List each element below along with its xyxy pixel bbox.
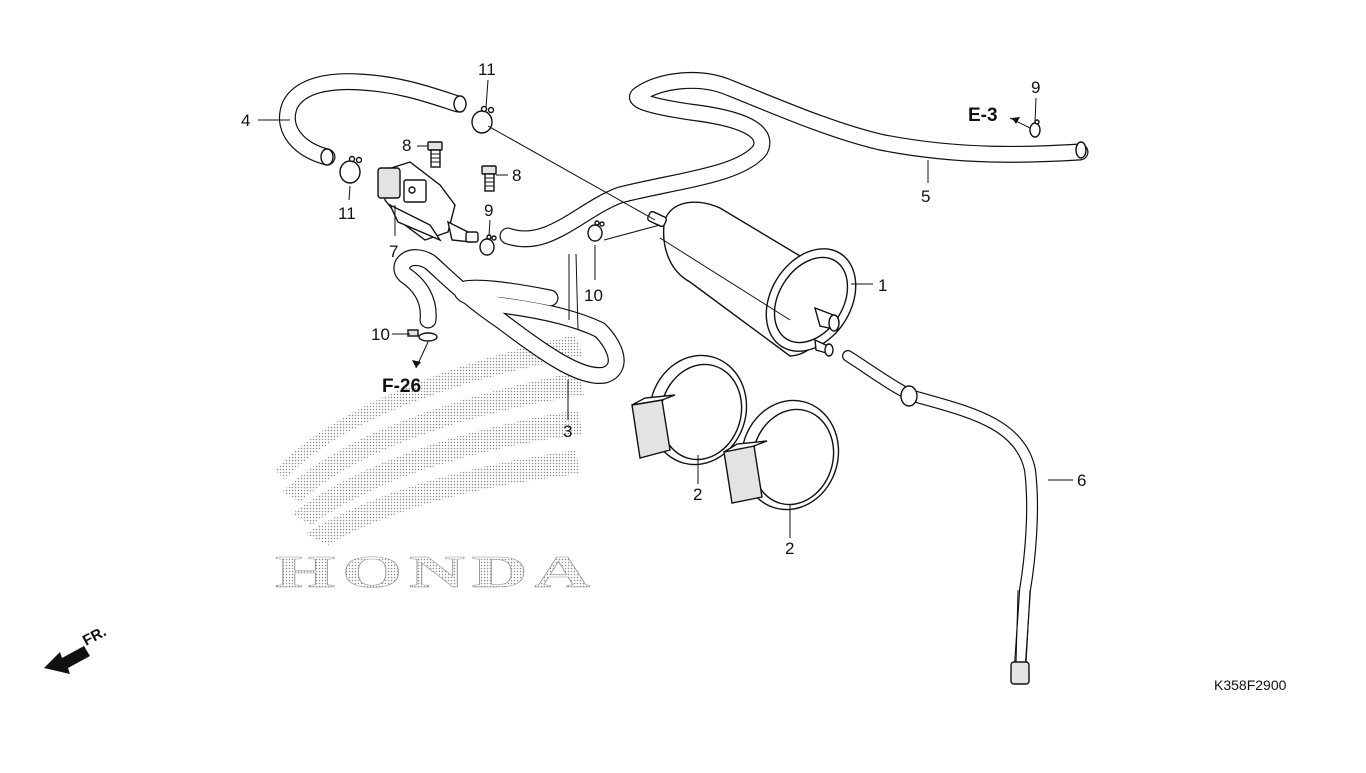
callout-11-upper: 11 — [478, 60, 496, 79]
callout-2-lower: 2 — [785, 539, 794, 558]
band-part-2-lower — [723, 399, 840, 511]
callout-10-upper: 10 — [584, 286, 603, 305]
callout-2-upper: 2 — [693, 485, 702, 504]
callout-6: 6 — [1077, 471, 1086, 490]
honda-wing-logo — [275, 335, 584, 545]
honda-watermark-text: HONDA — [275, 546, 597, 597]
drain-tube-part-6 — [842, 350, 1039, 685]
front-direction-label: FR. — [80, 623, 109, 649]
callout-8-lower: 8 — [512, 166, 521, 185]
bolt-part-8-upper — [427, 141, 443, 168]
hose-part-4 — [278, 73, 467, 166]
callout-9-left: 9 — [484, 201, 493, 220]
callout-1: 1 — [878, 276, 887, 295]
clip-part-9-right — [1029, 119, 1041, 138]
front-direction-arrow-icon — [44, 646, 90, 674]
clip-part-10-lower — [407, 329, 438, 342]
callout-5: 5 — [921, 187, 930, 206]
hose-part-5 — [499, 71, 1089, 248]
hose-part-3 — [393, 249, 625, 385]
callout-7: 7 — [389, 242, 398, 261]
callout-9-right: 9 — [1031, 78, 1040, 97]
callout-3: 3 — [563, 422, 572, 441]
callout-4: 4 — [241, 111, 250, 130]
evap-canister-part-1 — [647, 201, 857, 357]
section-ref-f26: F-26 — [382, 376, 421, 397]
bolt-part-8-lower — [481, 165, 497, 192]
diagram-code: K358F2900 — [1214, 677, 1287, 693]
section-ref-e3: E-3 — [968, 105, 998, 126]
band-part-2-upper — [631, 354, 748, 466]
callout-11-lower: 11 — [338, 204, 356, 223]
solenoid-valve-part-7 — [377, 161, 479, 243]
callout-labels: 1 2 2 3 4 5 6 7 8 8 9 9 10 10 11 11 — [241, 60, 1086, 558]
leader-lines — [258, 79, 1073, 538]
clip-part-11-lower — [339, 155, 363, 184]
callout-8-upper: 8 — [402, 136, 411, 155]
clip-part-10-upper — [587, 220, 605, 242]
callout-10-lower: 10 — [371, 325, 390, 344]
clip-part-11-upper — [471, 105, 495, 134]
clip-part-9-left — [479, 234, 497, 256]
